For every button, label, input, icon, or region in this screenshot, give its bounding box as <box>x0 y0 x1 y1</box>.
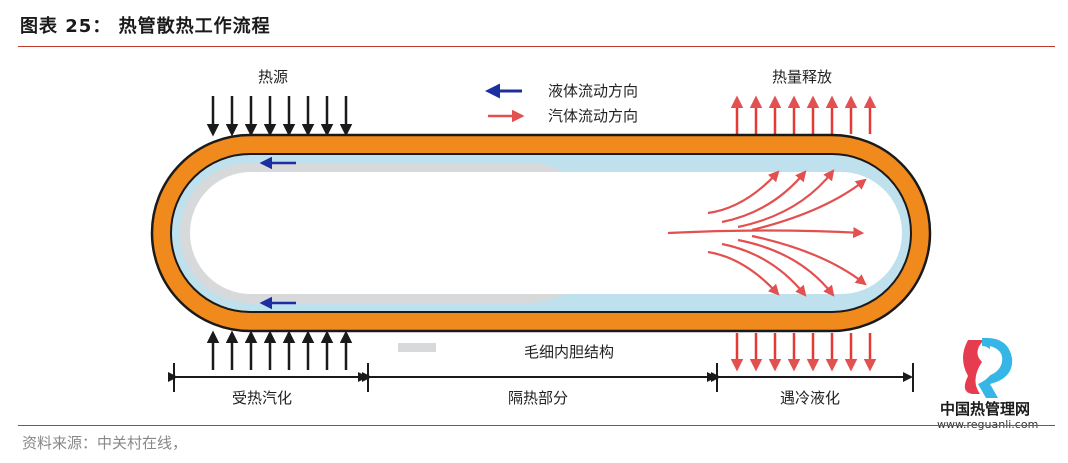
vapor-flow-arrows <box>667 169 867 297</box>
figure-title: 图表 25： 热管散热工作流程 <box>20 16 271 37</box>
capillary-label: 毛细内胆结构 <box>524 343 614 361</box>
section-insulate-label: 隔热部分 <box>508 389 568 407</box>
section-condense-label: 遇冷液化 <box>780 389 840 407</box>
top-divider <box>18 46 1055 47</box>
source-note: 资料来源：中关村在线， <box>22 434 188 452</box>
capillary-swatch <box>398 343 436 352</box>
section-evaporate-label: 受热汽化 <box>232 389 292 407</box>
legend-liquid-label: 液体流动方向 <box>548 82 638 100</box>
heat-release-label: 热量释放 <box>772 68 832 86</box>
heat-release-bottom-arrows <box>730 333 877 372</box>
heat-release-top-arrows <box>730 95 877 134</box>
dimension-lines <box>168 363 914 392</box>
bottom-divider <box>18 425 1055 426</box>
heat-input-bottom-arrows <box>206 330 353 370</box>
watermark-name: 中国热管理网 <box>940 400 1030 418</box>
heat-input-arrows <box>206 96 353 137</box>
watermark-logo <box>963 337 1013 398</box>
watermark-url: www.reguanli.com <box>937 418 1038 431</box>
legend-vapor-label: 汽体流动方向 <box>548 107 638 125</box>
heat-source-label: 热源 <box>258 68 288 86</box>
pipe-vapor-core <box>190 172 902 294</box>
